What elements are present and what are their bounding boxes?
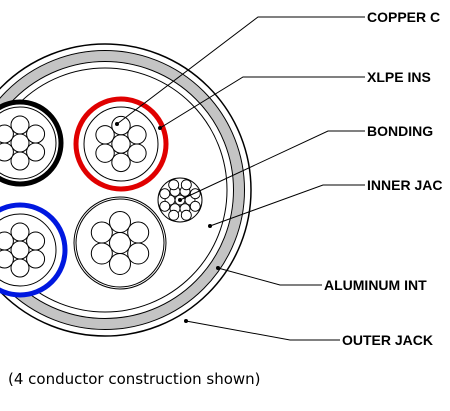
strand (10, 115, 30, 135)
red-conductor (73, 96, 169, 192)
label-inner-jacket: INNER JAC (367, 177, 442, 193)
strand (0, 124, 14, 144)
strand (10, 240, 30, 260)
inner-jacket (0, 67, 228, 313)
strand-bundle-outline (83, 106, 159, 182)
strand (0, 142, 14, 162)
dot-aluminum (216, 266, 220, 270)
bonding-strand (180, 209, 192, 221)
bare-conductor (73, 196, 167, 290)
bonding-strand (189, 200, 201, 212)
label-outer-jacket: OUTER JACK (342, 332, 433, 348)
label-aluminum: ALUMINUM INT (324, 277, 427, 293)
strand (127, 125, 147, 145)
strand (109, 253, 131, 275)
strand (26, 142, 46, 162)
strand (111, 152, 131, 173)
dot-xlpe (158, 126, 162, 130)
bonding-strand (159, 188, 171, 200)
label-bonding: BONDING (367, 123, 433, 139)
strand-bundle-outline (0, 213, 57, 287)
bonding-strand (159, 200, 171, 212)
strand (111, 115, 131, 136)
strand (95, 125, 115, 145)
strand (90, 221, 113, 244)
black-conductor (0, 99, 64, 187)
bonding-strand (168, 179, 180, 191)
leader-dots (115, 122, 220, 323)
dot-copper (115, 122, 119, 126)
leader-xlpe (159, 76, 365, 129)
strand (10, 222, 30, 242)
dot-outer-jacket (184, 319, 188, 323)
strand-bundle-outline (0, 106, 57, 180)
strand (26, 124, 46, 144)
bonding-strand (189, 188, 201, 200)
bonding-strand (168, 209, 180, 221)
strand (90, 242, 113, 265)
leader-copper (116, 16, 365, 125)
armor-inner-edge (0, 61, 234, 319)
insulation-ring (0, 99, 64, 187)
leader-outer-jacket (185, 320, 340, 341)
strand (127, 242, 150, 265)
strand (109, 211, 131, 233)
armor-outer-edge (0, 50, 245, 330)
leader-lines (116, 16, 365, 341)
strand (26, 231, 46, 251)
strand (127, 143, 147, 163)
strand (109, 232, 131, 254)
insulation-ring (0, 202, 68, 298)
blue-conductor (0, 202, 68, 298)
strand (10, 151, 30, 171)
leader-aluminum (217, 267, 322, 286)
dot-bonding (178, 198, 182, 202)
strand (95, 143, 115, 163)
bonding-strand (180, 179, 192, 191)
strand (127, 221, 150, 244)
strand (111, 134, 131, 154)
caption: (4 conductor construction shown) (8, 370, 261, 388)
label-xlpe: XLPE INS (367, 69, 431, 85)
strand (10, 133, 30, 153)
strand (0, 249, 14, 269)
strand (0, 231, 14, 251)
aluminum-armor (0, 51, 244, 329)
dot-inner-jacket (208, 224, 212, 228)
strand-bundle-outline (75, 198, 165, 288)
strand (10, 258, 30, 278)
leader-inner-jacket (209, 184, 365, 227)
label-copper: COPPER C (367, 9, 440, 25)
strand (26, 249, 46, 269)
leader-bonding (179, 130, 365, 201)
